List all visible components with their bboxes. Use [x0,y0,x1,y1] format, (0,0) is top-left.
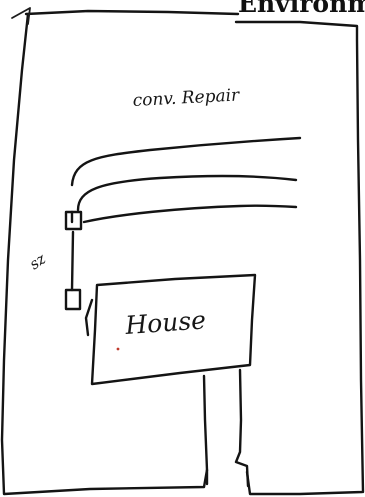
driveway-left-edge [204,376,207,484]
property-boundary [2,11,363,494]
road-line-bottom [84,206,296,222]
house-label: House [123,305,206,340]
side-label: sz [26,250,49,274]
lower-box-marker [66,290,80,309]
driveway-right-edge [236,370,248,486]
red-marker-dot [117,348,120,351]
utility-line [72,212,73,290]
house-left-stub [86,300,92,335]
upper-box-marker [66,212,81,229]
top-label: conv. Repair [132,85,240,111]
